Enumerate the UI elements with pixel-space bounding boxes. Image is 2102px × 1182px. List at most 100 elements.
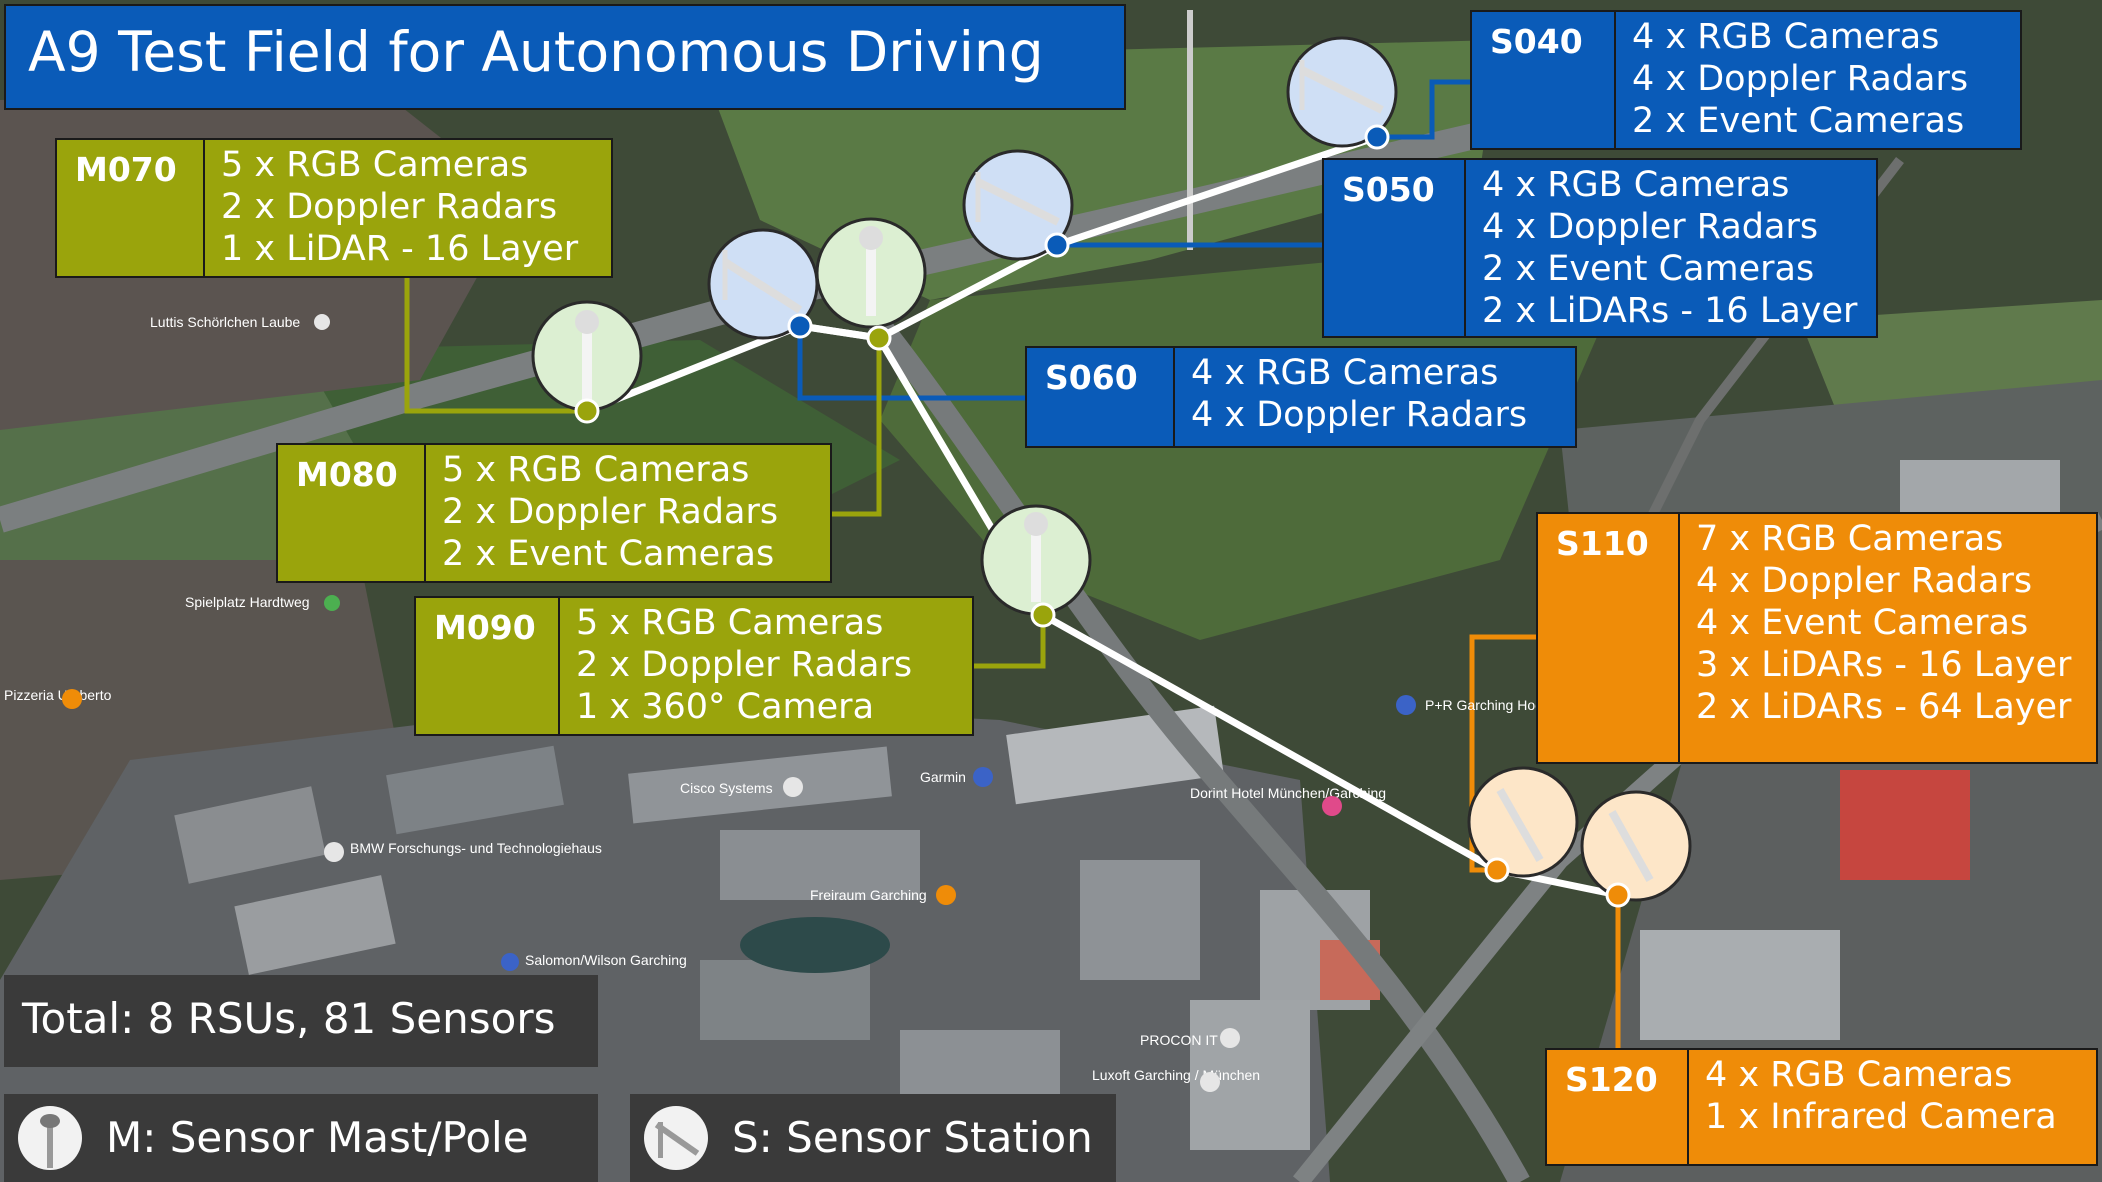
connector-m090 bbox=[972, 615, 1046, 669]
rsu-id: M070 bbox=[57, 140, 205, 276]
building bbox=[386, 745, 564, 835]
rsu-box-m090[interactable]: M090 5 x RGB Cameras 2 x Doppler Radars … bbox=[414, 596, 974, 736]
sensor-item: 1 x 360° Camera bbox=[576, 687, 875, 727]
building bbox=[1840, 770, 1970, 880]
poi-label-lutti: Luttis Schörlchen Laube bbox=[150, 314, 300, 330]
legend-mast: M: Sensor Mast/Pole bbox=[4, 1094, 598, 1182]
building bbox=[720, 830, 920, 900]
sensor-station-icon bbox=[644, 1106, 708, 1170]
connector-m080 bbox=[830, 338, 882, 517]
rsu-box-s110[interactable]: S110 7 x RGB Cameras 4 x Doppler Radars … bbox=[1536, 512, 2098, 764]
rsu-id: S060 bbox=[1027, 348, 1175, 446]
sensor-item: 4 x RGB Cameras bbox=[1705, 1055, 2013, 1095]
sensor-item: 4 x RGB Cameras bbox=[1632, 17, 1940, 57]
node-s050 bbox=[1044, 232, 1070, 258]
connector-m070 bbox=[404, 276, 587, 414]
marker-s120[interactable] bbox=[1580, 790, 1692, 902]
sensor-item: 5 x RGB Cameras bbox=[576, 603, 884, 643]
sensor-item: 7 x RGB Cameras bbox=[1696, 519, 2004, 559]
node-m070 bbox=[574, 398, 600, 424]
sensor-item: 2 x Event Cameras bbox=[1632, 101, 1965, 141]
rsu-box-s120[interactable]: S120 4 x RGB Cameras 1 x Infrared Camera bbox=[1545, 1048, 2098, 1166]
parking-pin-icon bbox=[973, 767, 993, 787]
node-m090 bbox=[1030, 602, 1056, 628]
sensor-item: 1 x LiDAR - 16 Layer bbox=[221, 229, 579, 269]
sensor-item: 3 x LiDARs - 16 Layer bbox=[1696, 645, 2072, 685]
poi-pin-icon bbox=[324, 842, 344, 862]
poi-label-freiraum: Freiraum Garching bbox=[810, 887, 927, 903]
restaurant-pin-icon bbox=[62, 689, 82, 709]
sensor-list: 4 x RGB Cameras 1 x Infrared Camera bbox=[1689, 1050, 2071, 1164]
node-s110 bbox=[1484, 857, 1510, 883]
rsu-id: M090 bbox=[416, 598, 560, 734]
poi-label-spielplatz: Spielplatz Hardtweg bbox=[185, 594, 310, 610]
sensor-item: 5 x RGB Cameras bbox=[221, 145, 529, 185]
building bbox=[1080, 860, 1200, 980]
legend-station-label: S: Sensor Station bbox=[732, 1113, 1093, 1162]
sensor-item: 4 x Doppler Radars bbox=[1482, 207, 1819, 247]
poi-pin-icon bbox=[783, 777, 803, 797]
sensor-item: 2 x Event Cameras bbox=[442, 534, 775, 574]
rsu-id: S040 bbox=[1472, 12, 1616, 148]
rsu-box-s060[interactable]: S060 4 x RGB Cameras 4 x Doppler Radars bbox=[1025, 346, 1577, 448]
poi-label-procon: PROCON IT bbox=[1140, 1032, 1218, 1048]
sensor-item: 1 x Infrared Camera bbox=[1705, 1097, 2057, 1137]
page-title: A9 Test Field for Autonomous Driving bbox=[4, 4, 1126, 110]
poi-label-bmw: BMW Forschungs- und Technologiehaus bbox=[350, 840, 602, 856]
node-s120 bbox=[1605, 882, 1631, 908]
poi-label-luxoft: Luxoft Garching / München bbox=[1092, 1067, 1260, 1083]
sensor-item: 2 x Doppler Radars bbox=[576, 645, 913, 685]
poi-label-pizzeria: Pizzeria Umberto bbox=[4, 687, 112, 703]
parking-pin-icon bbox=[1396, 695, 1416, 715]
legend-station: S: Sensor Station bbox=[630, 1094, 1116, 1182]
poi-label-dorint: Dorint Hotel München/Garching bbox=[1190, 785, 1386, 801]
poi-pin-icon bbox=[314, 314, 330, 330]
sensor-list: 7 x RGB Cameras 4 x Doppler Radars 4 x E… bbox=[1680, 514, 2085, 762]
shop-pin-icon bbox=[501, 953, 519, 971]
sensor-item: 5 x RGB Cameras bbox=[442, 450, 750, 490]
poi-label-salomon: Salomon/Wilson Garching bbox=[525, 952, 687, 968]
node-m080 bbox=[866, 325, 892, 351]
building bbox=[628, 746, 892, 824]
building bbox=[234, 875, 396, 975]
sensor-item: 2 x LiDARs - 16 Layer bbox=[1482, 291, 1858, 331]
sensor-item: 2 x Event Cameras bbox=[1482, 249, 1815, 289]
sensor-item: 4 x Doppler Radars bbox=[1696, 561, 2033, 601]
poi-label-garmin: Garmin bbox=[920, 769, 966, 785]
hotel-pin-icon bbox=[1322, 796, 1342, 816]
rsu-box-s050[interactable]: S050 4 x RGB Cameras 4 x Doppler Radars … bbox=[1322, 158, 1878, 338]
rsu-box-m080[interactable]: M080 5 x RGB Cameras 2 x Doppler Radars … bbox=[276, 443, 832, 583]
poi-pin-icon bbox=[324, 595, 340, 611]
sensor-item: 4 x Doppler Radars bbox=[1632, 59, 1969, 99]
poi-pin-icon bbox=[1200, 1072, 1220, 1092]
connector-s060 bbox=[797, 326, 1030, 401]
marker-m070[interactable] bbox=[531, 300, 643, 412]
marker-m090[interactable] bbox=[980, 504, 1092, 616]
sensor-item: 2 x Doppler Radars bbox=[221, 187, 558, 227]
marker-m080[interactable] bbox=[815, 217, 927, 329]
node-s060 bbox=[787, 313, 813, 339]
rsu-id: M080 bbox=[278, 445, 426, 581]
sensor-list: 5 x RGB Cameras 2 x Doppler Radars 1 x L… bbox=[205, 140, 592, 276]
rsu-id: S120 bbox=[1547, 1050, 1689, 1164]
rsu-box-m070[interactable]: M070 5 x RGB Cameras 2 x Doppler Radars … bbox=[55, 138, 613, 278]
sensor-list: 5 x RGB Cameras 2 x Doppler Radars 1 x 3… bbox=[560, 598, 926, 734]
sensor-item: 4 x RGB Cameras bbox=[1191, 353, 1499, 393]
sensor-list: 4 x RGB Cameras 4 x Doppler Radars bbox=[1175, 348, 1541, 446]
total-summary: Total: 8 RSUs, 81 Sensors bbox=[4, 975, 598, 1067]
marker-s110[interactable] bbox=[1467, 766, 1579, 878]
marker-s060[interactable] bbox=[707, 228, 819, 340]
building bbox=[700, 960, 870, 1040]
node-s040 bbox=[1364, 124, 1390, 150]
sensor-item: 2 x LiDARs - 64 Layer bbox=[1696, 687, 2072, 727]
pond bbox=[740, 917, 890, 973]
sensor-item: 4 x RGB Cameras bbox=[1482, 165, 1790, 205]
rsu-id: S050 bbox=[1324, 160, 1466, 336]
sensor-item: 4 x Doppler Radars bbox=[1191, 395, 1528, 435]
marker-s050[interactable] bbox=[962, 149, 1074, 261]
rsu-box-s040[interactable]: S040 4 x RGB Cameras 4 x Doppler Radars … bbox=[1470, 10, 2022, 150]
legend-mast-label: M: Sensor Mast/Pole bbox=[106, 1113, 529, 1162]
poi-pin-icon bbox=[1220, 1028, 1240, 1048]
marker-s040[interactable] bbox=[1286, 36, 1398, 148]
